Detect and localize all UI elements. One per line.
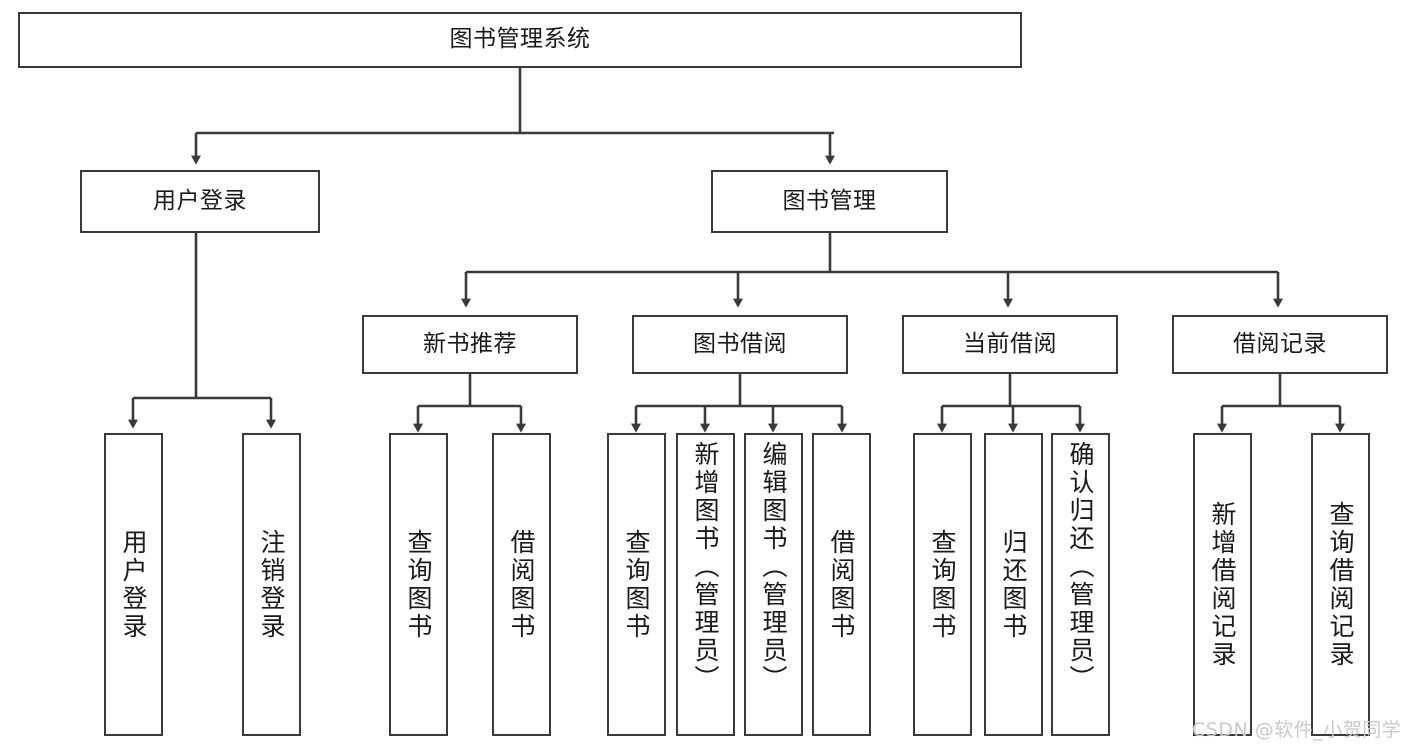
node-label: 查询图书 — [404, 528, 433, 641]
leaf-query-book-recommend[interactable]: 查询图书 — [389, 433, 448, 736]
node-label: 新书推荐 — [423, 330, 517, 357]
node-label: 查询图书 — [928, 528, 957, 641]
node-root-system[interactable]: 图书管理系统 — [18, 12, 1022, 68]
node-label: 图书管理 — [782, 187, 877, 214]
leaf-user-login[interactable]: 用户登录 — [104, 433, 163, 736]
node-label: 借阅图书 — [507, 528, 536, 641]
node-label: 图书借阅 — [693, 330, 787, 357]
node-label: 编辑图书（管理员） — [759, 441, 788, 693]
leaf-query-book-current[interactable]: 查询图书 — [913, 433, 972, 736]
node-current-borrow[interactable]: 当前借阅 — [902, 315, 1118, 374]
leaf-borrow-book[interactable]: 借阅图书 — [812, 433, 871, 736]
node-label: 查询借阅记录 — [1326, 500, 1355, 669]
node-label: 归还图书 — [999, 528, 1028, 641]
node-label: 借阅图书 — [827, 528, 856, 641]
node-label: 注销登录 — [257, 528, 286, 641]
node-label: 确认归还（管理员） — [1066, 441, 1095, 693]
leaf-confirm-return-admin[interactable]: 确认归还（管理员） — [1051, 433, 1110, 736]
node-label: 借阅记录 — [1233, 330, 1327, 357]
leaf-add-book-admin[interactable]: 新增图书（管理员） — [676, 433, 735, 736]
node-label: 用户登录 — [153, 187, 247, 214]
node-book-management[interactable]: 图书管理 — [711, 170, 948, 233]
leaf-edit-book-admin[interactable]: 编辑图书（管理员） — [744, 433, 803, 736]
node-label: 用户登录 — [119, 528, 148, 641]
node-label: 新增图书（管理员） — [691, 441, 720, 693]
leaf-add-borrow-record[interactable]: 新增借阅记录 — [1193, 433, 1252, 736]
node-label: 新增借阅记录 — [1208, 500, 1237, 669]
leaf-query-book-borrow[interactable]: 查询图书 — [607, 433, 666, 736]
node-borrow-record[interactable]: 借阅记录 — [1172, 315, 1388, 374]
node-label: 图书管理系统 — [449, 26, 591, 53]
leaf-return-book[interactable]: 归还图书 — [984, 433, 1043, 736]
node-new-book-recommend[interactable]: 新书推荐 — [362, 315, 578, 374]
leaf-logout[interactable]: 注销登录 — [242, 433, 301, 736]
leaf-borrow-book-recommend[interactable]: 借阅图书 — [492, 433, 551, 736]
leaf-query-borrow-record[interactable]: 查询借阅记录 — [1311, 433, 1370, 736]
node-book-borrow[interactable]: 图书借阅 — [632, 315, 848, 374]
node-user-login[interactable]: 用户登录 — [80, 170, 320, 233]
node-label: 查询图书 — [622, 528, 651, 641]
node-label: 当前借阅 — [963, 330, 1057, 357]
